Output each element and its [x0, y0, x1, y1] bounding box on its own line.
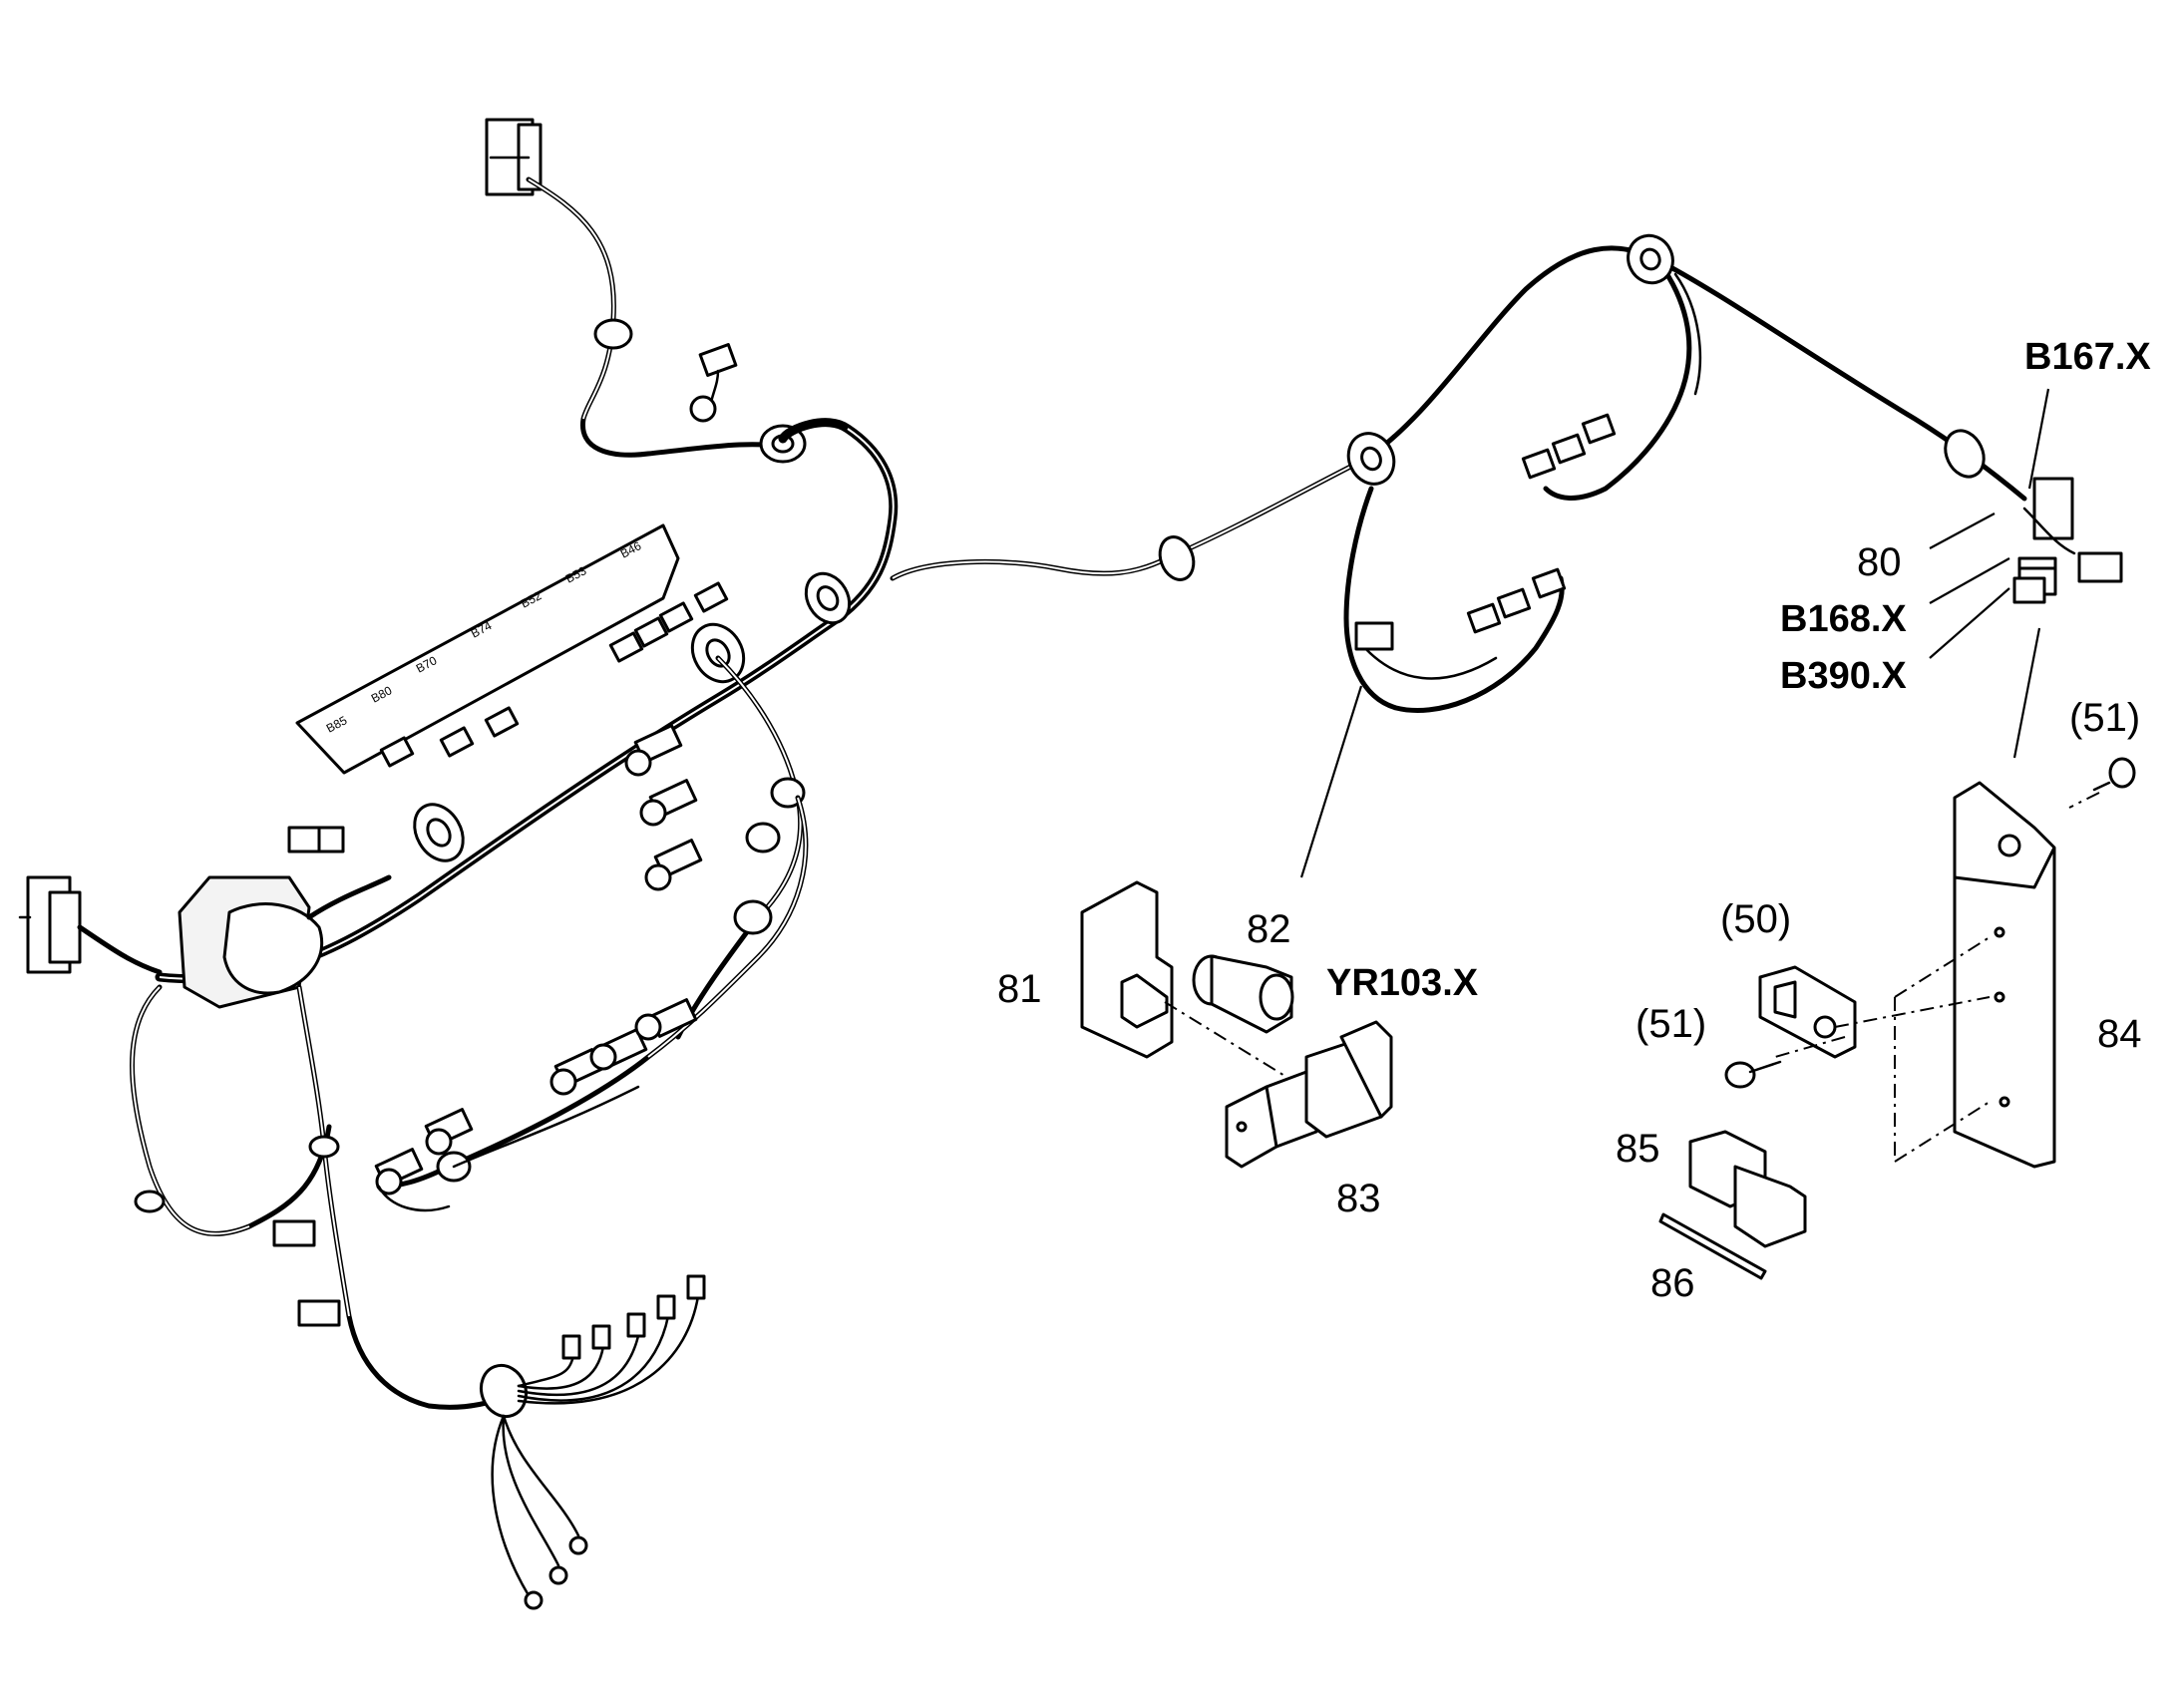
fastener-82 — [1192, 954, 1294, 1034]
lower-right-sensors — [374, 998, 698, 1196]
exploded-parts-84-86 — [1658, 627, 2136, 1280]
right-harness-run — [890, 233, 2123, 713]
screw-51-upper — [2092, 757, 2136, 792]
connector-leaders — [1929, 388, 2050, 659]
hanging-drop-wire — [1343, 486, 1565, 713]
clip-50 — [1758, 965, 1857, 1059]
upper-grommets — [1158, 233, 1986, 581]
trunk-grommets — [413, 571, 852, 862]
callout-51-lower: (51) — [1635, 1002, 1706, 1046]
board-sensor-connectors — [287, 581, 729, 854]
lower-drop-wire — [296, 984, 522, 1410]
assembly-dashed-lines — [1774, 792, 2100, 1163]
label-b168: B168.X — [1780, 598, 1907, 640]
exploded-parts-81-83 — [1080, 685, 1393, 1169]
main-harness-assembly: B85 B80 B70 B74 B52 B53 B46 — [18, 118, 899, 1610]
top-connector — [485, 118, 543, 196]
connector-83 — [1225, 1020, 1393, 1169]
hanging-small-connectors — [1466, 567, 1567, 634]
right-end-connectors — [2012, 477, 2123, 604]
callout-81: 81 — [997, 967, 1042, 1011]
callout-86: 86 — [1650, 1261, 1695, 1305]
middle-sensors — [624, 724, 806, 891]
sensor-group-top — [689, 343, 738, 423]
bracket-81 — [1080, 880, 1174, 1059]
callout-84: 84 — [2097, 1012, 2142, 1056]
label-b167: B167.X — [2024, 336, 2151, 378]
top-branch-wire — [526, 176, 791, 458]
lower-small-connectors — [134, 1135, 341, 1327]
label-b390: B390.X — [1780, 655, 1907, 697]
callout-50: (50) — [1720, 897, 1791, 941]
ecu-module — [178, 874, 392, 1009]
callout-labels: 80 81 82 83 84 85 86 (50) (51) (51) B167… — [997, 336, 2151, 1305]
callout-51-upper: (51) — [2069, 696, 2140, 740]
upper-long-wire — [890, 245, 2027, 581]
pin-86 — [1658, 1212, 1767, 1280]
callout-82: 82 — [1247, 907, 1291, 951]
screw-51-lower — [1724, 1060, 1782, 1089]
label-yr103: YR103.X — [1326, 962, 1479, 1004]
callout-80: 80 — [1857, 540, 1902, 584]
upper-small-connectors — [1521, 413, 1617, 480]
callout-83: 83 — [1336, 1177, 1381, 1220]
callout-85: 85 — [1616, 1127, 1660, 1171]
connector-85 — [1688, 1130, 1807, 1248]
left-plug-connector — [18, 875, 163, 975]
label-board — [295, 523, 680, 775]
bottom-fanout-bundle — [479, 1274, 706, 1610]
